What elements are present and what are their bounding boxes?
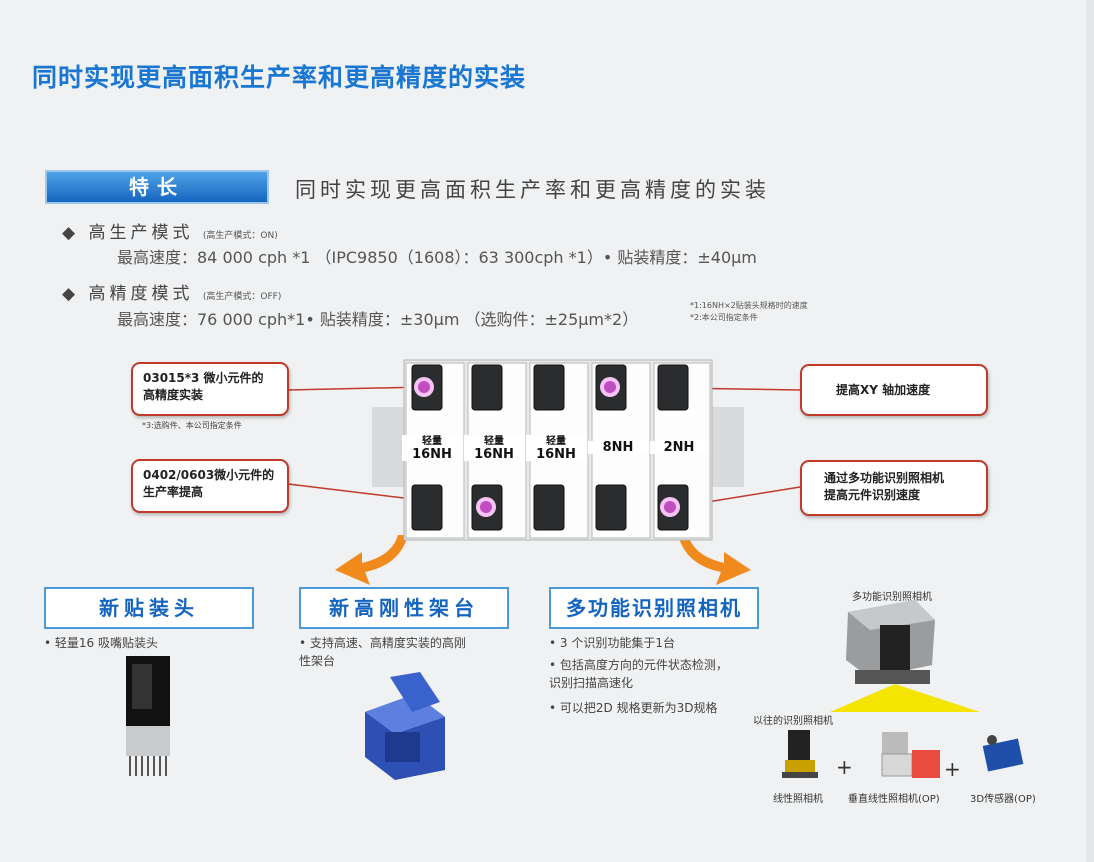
- callout-note: *3:选购件、本公司指定条件: [142, 421, 242, 430]
- plus-icon: +: [944, 757, 961, 781]
- old-camera-label: 以往的识别照相机: [753, 716, 833, 727]
- mode-spec: 最高速度：84 000 cph *1 （IPC9850（1608）：63 300…: [117, 248, 757, 267]
- section-new-head: 新贴装头: [44, 587, 254, 629]
- multi-camera-label: 多功能识别照相机: [852, 592, 932, 603]
- section-bullet: • 包括高度方向的元件状态检测， 识别扫描高速化: [549, 658, 728, 690]
- mode-spec: 最高速度：76 000 cph*1• 贴装精度：±30μm （选购件：±25μm…: [117, 310, 639, 329]
- mode-name: 高精度模式: [88, 284, 194, 304]
- diamond-bullet-icon: ◆: [62, 284, 80, 304]
- mode-name: 高生产模式: [88, 223, 194, 243]
- callout-0402-productivity: 0402/0603微小元件的 生产率提高: [131, 459, 289, 513]
- mode-high-production: ◆ 高生产模式 (高生产模式：ON): [62, 218, 278, 243]
- section-bullet: • 轻量16 吸嘴贴装头: [44, 636, 158, 650]
- sensor-3d-label: 3D传感器(OP): [970, 794, 1036, 805]
- head-label-4: 8NH: [588, 441, 648, 454]
- vertical-camera-label: 垂直线性照相机(OP): [848, 794, 940, 805]
- head-label-2: 轻量 16NH: [464, 435, 524, 461]
- head-illustration: [126, 656, 170, 776]
- page-title: 同时实现更高面积生产率和更高精度的实装: [32, 63, 527, 92]
- right-arrow-icon: [678, 535, 751, 585]
- callout-camera-speed: 通过多功能识别照相机 提高元件识别速度: [800, 460, 988, 516]
- head-label-5: 2NH: [650, 441, 708, 454]
- feature-badge: 特长: [45, 170, 269, 204]
- plus-icon: +: [836, 755, 853, 779]
- left-arrow-icon: [335, 535, 408, 585]
- section-rigid-frame: 新高刚性架台: [299, 587, 509, 629]
- section-bullet: • 支持高速、高精度实装的高刚 性架台: [299, 636, 466, 668]
- section-bullet: • 可以把2D 规格更新为3D规格: [549, 701, 718, 715]
- feature-title: 同时实现更高面积生产率和更高精度的实装: [295, 178, 770, 202]
- mode-sub: (高生产模式：OFF): [202, 292, 282, 302]
- head-label-1: 轻量 16NH: [402, 435, 462, 461]
- callout-xy-accel: 提高XY 轴加速度: [800, 364, 988, 416]
- callout-03015-precision: 03015*3 微小元件的 高精度实装: [131, 362, 289, 416]
- footnote: *2:本公司指定条件: [690, 313, 758, 322]
- footnote: *1:16NH×2贴装头规格时的速度: [690, 301, 808, 310]
- head-label-3: 轻量 16NH: [526, 435, 586, 461]
- mounter-machine: 轻量 16NH 轻量 16NH 轻量 16NH 8NH 2NH: [372, 355, 744, 545]
- footnotes: *1:16NH×2贴装头规格时的速度 *2:本公司指定条件: [690, 300, 808, 324]
- section-multi-camera: 多功能识别照相机: [549, 587, 759, 629]
- right-edge-bar: [1086, 0, 1094, 862]
- section-bullet: • 3 个识别功能集于1台: [549, 636, 675, 650]
- diamond-bullet-icon: ◆: [62, 223, 80, 243]
- mode-sub: (高生产模式：ON): [202, 231, 278, 241]
- mode-high-precision: ◆ 高精度模式 (高生产模式：OFF): [62, 279, 281, 304]
- line-camera-label: 线性照相机: [773, 794, 823, 805]
- camera-illustration: [782, 600, 1024, 778]
- frame-illustration: [365, 672, 445, 780]
